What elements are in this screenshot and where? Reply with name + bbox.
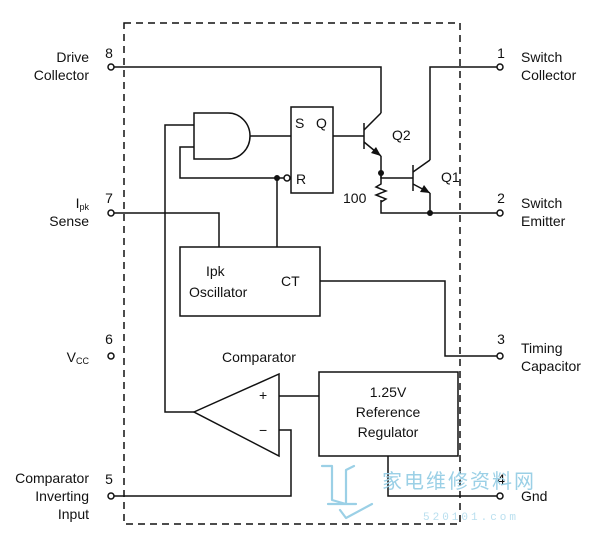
latch-reset-label: R bbox=[296, 171, 306, 187]
wire-drive-collector bbox=[114, 66, 382, 113]
wire-comparator-out bbox=[164, 124, 194, 413]
pin-7-label-main: I bbox=[76, 195, 80, 211]
comparator-plus-label: + bbox=[259, 387, 267, 403]
pin-terminals bbox=[107, 63, 504, 500]
pin-3-number: 3 bbox=[497, 331, 505, 347]
pin-6-label: VCC bbox=[67, 349, 90, 366]
watermark-text: 家电维修资料网 bbox=[382, 469, 536, 493]
pin-6-label-sub: CC bbox=[76, 356, 89, 366]
pin-7-label-sub: pk bbox=[79, 202, 89, 212]
wire-switch-collector bbox=[429, 66, 497, 160]
pin-2-label-line2: Emitter bbox=[521, 213, 566, 229]
wire-and-input2 bbox=[179, 146, 277, 179]
pin-5-label-line2: Inverting bbox=[35, 488, 89, 504]
resistor-100 bbox=[373, 176, 389, 203]
reference-label-line2: Reference bbox=[356, 404, 421, 420]
comparator-triangle bbox=[192, 372, 280, 458]
wire-q2-emitter bbox=[380, 156, 413, 179]
pin-3-terminal bbox=[496, 352, 504, 360]
pin-2-terminal bbox=[496, 209, 504, 217]
reference-label-line1: 1.25V bbox=[370, 384, 407, 400]
pin-1-label-line2: Collector bbox=[521, 67, 577, 83]
pin-7-label-line2: Sense bbox=[49, 213, 89, 229]
watermark-logo bbox=[320, 464, 374, 520]
q1-transistor bbox=[412, 159, 431, 194]
comparator-title: Comparator bbox=[222, 349, 296, 365]
q1-label: Q1 bbox=[441, 169, 460, 185]
pin-5-label-line1: Comparator bbox=[15, 470, 89, 486]
pin-8-label-line1: Drive bbox=[56, 49, 89, 65]
oscillator-label-line1: Ipk bbox=[206, 263, 226, 279]
pin-4-terminal bbox=[496, 492, 504, 500]
wire-ipk-sense bbox=[114, 212, 220, 247]
and-gate bbox=[193, 112, 251, 160]
pin-5-terminal bbox=[107, 492, 115, 500]
pin-4-number: 4 bbox=[497, 471, 505, 487]
pin-6-terminal bbox=[107, 352, 115, 360]
oscillator-label-line2: Oscillator bbox=[189, 284, 248, 300]
wire-timing-capacitor bbox=[320, 280, 497, 357]
package-outline bbox=[123, 22, 461, 525]
pin-7-number: 7 bbox=[105, 190, 113, 206]
latch-q-label: Q bbox=[316, 115, 327, 131]
reference-label-line3: Regulator bbox=[358, 424, 419, 440]
pin-7-terminal bbox=[107, 209, 115, 217]
wire-switch-emitter bbox=[380, 200, 497, 214]
pin-2-number: 2 bbox=[497, 190, 505, 206]
pin-5-label-line3: Input bbox=[58, 506, 89, 522]
pin-3-label-line1: Timing bbox=[521, 340, 563, 356]
pin-1-terminal bbox=[496, 63, 504, 71]
pin-4-label: Gnd bbox=[521, 488, 547, 504]
latch-reset-bubble bbox=[283, 174, 291, 182]
pin-8-label-line2: Collector bbox=[34, 67, 90, 83]
oscillator-block bbox=[179, 246, 321, 317]
junction-dot-q1-emitter bbox=[427, 210, 433, 216]
pin-1-number: 1 bbox=[497, 45, 505, 61]
sr-latch bbox=[290, 106, 334, 194]
junction-dot-r-node bbox=[274, 175, 280, 181]
wires bbox=[114, 66, 497, 497]
watermark-url: 520101.com bbox=[423, 512, 519, 524]
pin-6-label-main: V bbox=[67, 349, 77, 365]
q2-label: Q2 bbox=[392, 127, 411, 143]
comparator-minus-label: − bbox=[259, 422, 267, 438]
pin-5-number: 5 bbox=[105, 471, 113, 487]
pin-6-number: 6 bbox=[105, 331, 113, 347]
pin-8-terminal bbox=[107, 63, 115, 71]
oscillator-ct-label: CT bbox=[281, 273, 300, 289]
reference-regulator-block bbox=[318, 371, 459, 457]
pin-3-label-line2: Capacitor bbox=[521, 358, 581, 374]
resistor-label: 100 bbox=[343, 190, 367, 206]
wire-gnd bbox=[387, 456, 497, 497]
wire-comparator-inverting bbox=[114, 429, 292, 497]
junction-dot-q2-emitter bbox=[378, 170, 384, 176]
pin-2-label-line1: Switch bbox=[521, 195, 562, 211]
watermark: 家电维修资料网 520101.com bbox=[320, 464, 536, 524]
pin-1-label-line1: Switch bbox=[521, 49, 562, 65]
pin-8-number: 8 bbox=[105, 45, 113, 61]
q2-transistor bbox=[363, 112, 382, 157]
latch-set-label: S bbox=[295, 115, 304, 131]
pin-7-label-line1: Ipk bbox=[76, 195, 90, 212]
